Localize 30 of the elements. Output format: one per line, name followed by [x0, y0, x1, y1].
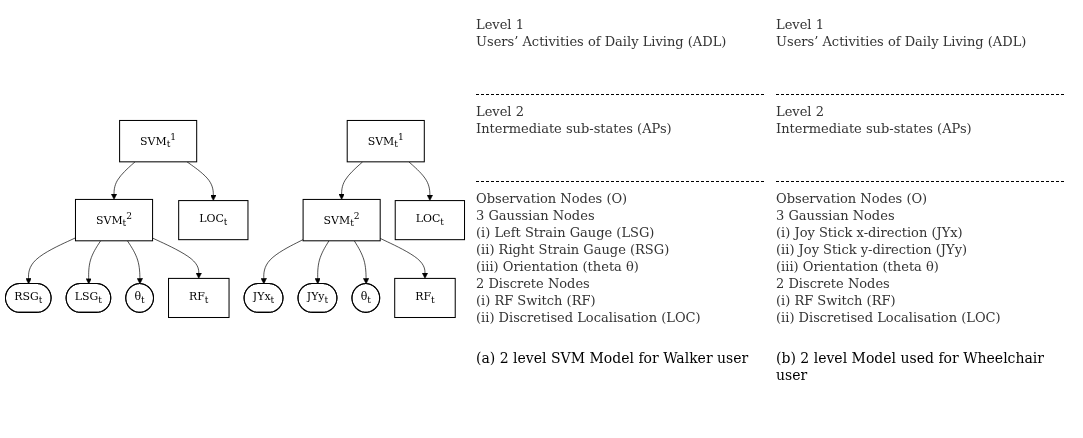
label-text: (i) RF Switch (RF) [476, 292, 597, 309]
label-text: Level 2 [776, 103, 825, 120]
label-text: (iii) Orientation (theta θ) [476, 258, 640, 275]
figure-caption: (a) 2 level SVM Model for Walker user [476, 350, 750, 367]
label-text: Level 1 [776, 16, 825, 33]
label-text: 2 Discrete Nodes [776, 275, 891, 292]
node-box: LOC$_{t}$ [394, 200, 466, 241]
label-text: Observation Nodes (O) [476, 190, 629, 207]
label-text: (i) RF Switch (RF) [776, 292, 897, 309]
label-text: Users’ Activities of Daily Living (ADL) [776, 33, 1028, 50]
label-text: Intermediate sub-states (APs) [476, 120, 673, 137]
label-text: Level 2 [476, 103, 525, 120]
node-box: LOC$_{t}$ [178, 200, 249, 241]
label-text: Intermediate sub-states (APs) [776, 120, 973, 137]
label-text: (ii) Discretised Localisation (LOC) [476, 309, 702, 326]
label-text: 2 Discrete Nodes [476, 275, 591, 292]
label-text: (i) Joy Stick x-direction (JYx) [776, 224, 964, 241]
label-text: 3 Gaussian Nodes [476, 207, 596, 224]
label-text: 3 Gaussian Nodes [776, 207, 896, 224]
node-box: RF$_{t}$ [168, 277, 230, 319]
label-text: (ii) Right Strain Gauge (RSG) [476, 241, 671, 258]
label-text: (ii) Discretised Localisation (LOC) [776, 309, 1002, 326]
figure-caption: (b) 2 level Model used for Wheelchair user [776, 350, 1045, 384]
node-box: RF$_{t}$ [394, 277, 456, 319]
label-text: (ii) Joy Stick y-direction (JYy) [776, 241, 969, 258]
label-text: (i) Left Strain Gauge (LSG) [476, 224, 656, 241]
label-text: Users’ Activities of Daily Living (ADL) [476, 33, 728, 50]
label-text: (iii) Orientation (theta θ) [776, 258, 940, 275]
label-text: Level 1 [476, 16, 525, 33]
label-text: Observation Nodes (O) [776, 190, 929, 207]
